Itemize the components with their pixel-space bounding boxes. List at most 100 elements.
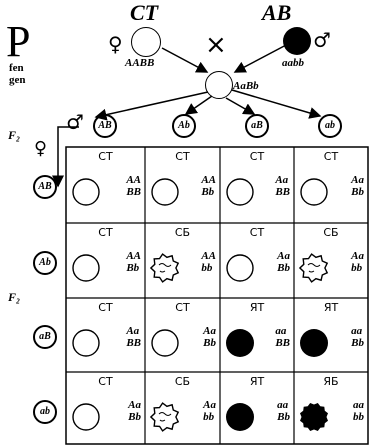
gene-a-pair: Aa <box>203 399 216 411</box>
pea-shape <box>226 178 254 206</box>
cell-phenotype: СТ <box>98 301 113 314</box>
female-gamete-Ab: Ab <box>33 251 57 275</box>
pea-shape <box>72 178 100 206</box>
pea-icon <box>226 254 254 282</box>
female-gametes-symbol: ♀ <box>34 138 48 159</box>
female-symbol: ♀ <box>108 32 123 56</box>
cell-phenotype: СТ <box>249 226 265 239</box>
cell-phenotype: ЯТ <box>323 301 339 314</box>
gene-b-pair: Bb <box>203 337 216 349</box>
pea-shape <box>300 178 328 206</box>
male-parent-pea <box>283 27 311 55</box>
male-genotype: aabb <box>282 57 304 69</box>
gene-b-pair: bb <box>353 411 364 423</box>
cell-phenotype: СБ <box>174 375 191 388</box>
cross-symbol: × <box>205 30 227 60</box>
gen-label: gen <box>9 74 26 86</box>
gene-b-pair: bb <box>203 411 215 423</box>
male-symbol: ♂ <box>313 28 331 52</box>
gene-a-pair: Aa <box>275 174 289 186</box>
fen-label: fen <box>9 62 24 74</box>
cell-phenotype: ЯТ <box>249 375 265 388</box>
gene-b-pair: Bb <box>201 186 215 198</box>
pea-shape <box>72 329 100 357</box>
pea-shape <box>72 254 100 282</box>
gene-b-pair: Bb <box>351 337 364 349</box>
pea-icon <box>226 329 254 357</box>
cell-phenotype: СТ <box>98 226 113 239</box>
gene-b-pair: bb <box>201 262 213 274</box>
pea-icon <box>151 329 179 357</box>
pea-shape <box>300 329 328 357</box>
female-genotype: AABB <box>125 57 155 69</box>
gene-b-pair: Bb <box>128 411 141 423</box>
male-gamete-Ab: Ab <box>172 114 196 138</box>
gene-b-pair: BB <box>275 186 290 198</box>
pea-icon <box>300 403 328 431</box>
cell-phenotype: СТ <box>175 301 190 314</box>
cell-phenotype: СТ <box>98 150 113 163</box>
pea-wrinkle <box>307 263 321 273</box>
gene-a-pair: aa <box>277 399 289 411</box>
f2-label-top: F₂ <box>8 128 21 142</box>
cell-phenotype: СБ <box>323 226 339 239</box>
gene-b-pair: Bb <box>351 186 364 198</box>
gene-b-pair: BB <box>275 337 290 349</box>
female-gamete-ab: ab <box>33 400 57 424</box>
male-phenotype: АВ <box>262 0 292 25</box>
cell-phenotype: ЯТ <box>249 301 265 314</box>
pea-icon <box>150 253 180 283</box>
gene-a-pair: Aa <box>128 399 141 411</box>
gene-a-pair: AA <box>126 174 141 186</box>
cell-phenotype: СТ <box>175 150 190 163</box>
cell-phenotype: ЯБ <box>323 375 339 388</box>
cell-phenotype: СТ <box>98 375 113 388</box>
pea-icon <box>300 329 328 357</box>
pea-shape <box>151 329 179 357</box>
pea-icon <box>151 178 179 206</box>
gene-b-pair: bb <box>351 262 363 274</box>
gene-b-pair: BB <box>126 186 141 198</box>
gene-a-pair: aa <box>353 399 364 411</box>
pea-wrinkle <box>158 263 172 273</box>
pea-icon <box>300 178 328 206</box>
pea-icon <box>150 402 180 432</box>
pea-shape <box>226 254 254 282</box>
pea-wrinkle <box>158 412 172 422</box>
f1-genotype: AaBb <box>233 80 259 92</box>
cell-phenotype: СТ <box>323 150 339 163</box>
gene-a-pair: Aa <box>351 174 364 186</box>
gene-a-pair: Aa <box>126 325 140 337</box>
pea-shape <box>226 329 254 357</box>
female-phenotype: СТ <box>130 0 159 25</box>
gene-b-pair: Bb <box>277 411 290 423</box>
pea-icon <box>72 403 100 431</box>
pea-icon <box>72 178 100 206</box>
gene-a-pair: aa <box>351 325 363 337</box>
gene-a-pair: aa <box>275 325 287 337</box>
punnett-grid-border <box>65 146 369 445</box>
parents-label: P <box>6 17 31 66</box>
